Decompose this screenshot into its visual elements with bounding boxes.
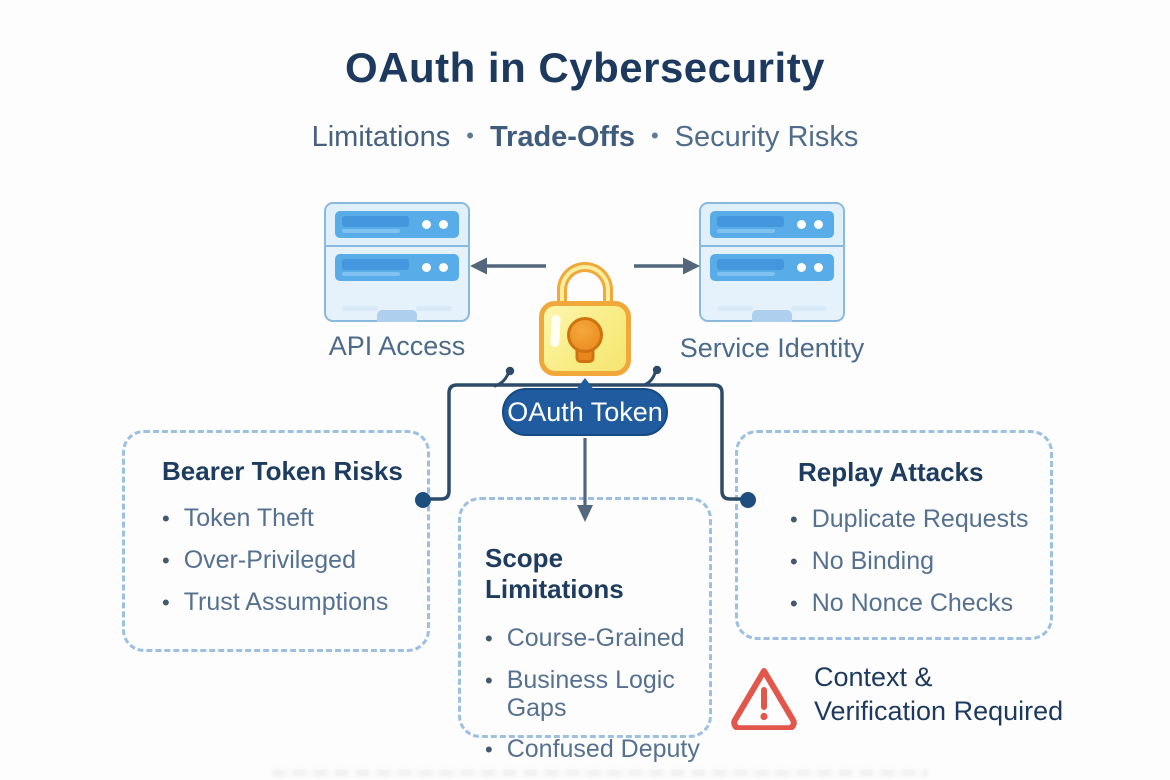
risk-box-scope-limitations: Scope Limitations •Course-Grained •Busin… — [458, 497, 712, 763]
risk-item: •Business Logic Gaps — [485, 666, 675, 722]
risk-item: •No Nonce Checks — [790, 589, 1014, 617]
server-unit — [699, 245, 845, 322]
arrow-right-icon — [634, 257, 700, 275]
subtitle-item-limitations: Limitations — [311, 121, 451, 153]
server-icon-api — [324, 202, 470, 322]
server-unit — [699, 202, 845, 247]
box-title: Replay Attacks — [798, 457, 984, 487]
server-unit — [324, 245, 470, 322]
page-title: OAuth in Cybersecurity — [344, 44, 826, 91]
risk-item: •Token Theft — [162, 504, 314, 532]
token-branch-connector — [415, 365, 756, 508]
bullet-icon: • — [162, 590, 170, 615]
risk-box-bearer-token: Bearer Token Risks •Token Theft •Over-Pr… — [122, 430, 430, 652]
box-title: Bearer Token Risks — [162, 456, 403, 486]
connector-endpoint-dot — [740, 492, 756, 508]
bullet-icon: • — [485, 737, 493, 762]
arrow-left-icon — [470, 257, 546, 275]
risk-item: •Trust Assumptions — [162, 588, 389, 616]
risk-box-replay-attacks: Replay Attacks •Duplicate Requests •No B… — [735, 430, 1053, 640]
separator-dot-icon: • — [466, 123, 474, 148]
risk-item: •Confused Deputy — [485, 735, 700, 763]
arrow-down-icon — [577, 438, 593, 522]
connector-endpoint-dot — [415, 492, 431, 508]
subtitle-item-tradeoffs: Trade-Offs — [489, 121, 635, 153]
page-subtitle: Limitations • Trade-Offs • Security Risks — [0, 121, 1170, 154]
risk-item: •Over-Privileged — [162, 546, 356, 574]
bullet-icon: • — [790, 507, 798, 532]
bullet-icon: • — [485, 626, 493, 651]
risk-item: •No Binding — [790, 547, 935, 575]
server-unit — [324, 202, 470, 247]
separator-dot-icon: • — [650, 123, 659, 148]
risk-item: •Duplicate Requests — [790, 505, 1029, 533]
server-label-service-identity: Service Identity — [679, 333, 865, 363]
risk-item: •Course-Grained — [485, 624, 685, 652]
bottom-smudge-artifact — [272, 769, 928, 777]
bullet-icon: • — [790, 549, 798, 574]
box-title: Scope Limitations — [485, 543, 624, 604]
bullet-icon: • — [790, 591, 798, 616]
lock-icon — [539, 260, 631, 376]
warning-note: Context & Verification Required — [728, 660, 1063, 730]
server-label-api-access: API Access — [328, 331, 466, 361]
server-icon-service — [699, 202, 845, 322]
subtitle-item-security-risks: Security Risks — [674, 121, 859, 153]
oauth-token-badge: OAuth Token — [502, 378, 668, 436]
warning-text: Context & Verification Required — [814, 662, 1064, 726]
bullet-icon: • — [485, 668, 493, 693]
warning-triangle-icon — [731, 668, 797, 730]
bullet-icon: • — [162, 548, 170, 573]
bullet-icon: • — [162, 506, 170, 531]
